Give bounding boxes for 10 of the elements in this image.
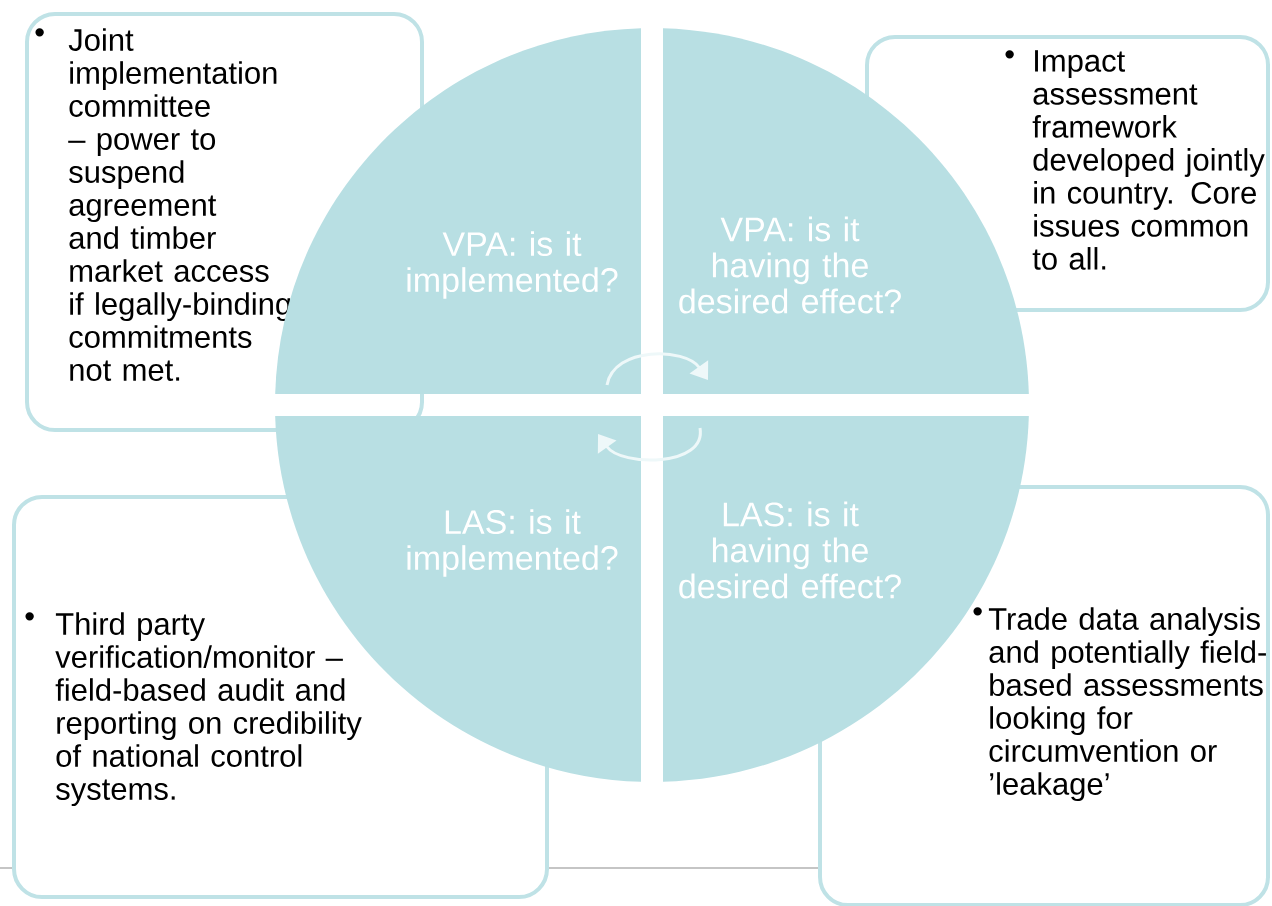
cycle-arrow xyxy=(597,427,702,462)
cycle-arrow xyxy=(605,352,709,386)
quadrant-label: VPA: is it having the desired effect? xyxy=(679,216,901,314)
bullet-mark: • xyxy=(1005,50,1014,59)
quadrant-label: LAS: is it implemented? xyxy=(407,509,618,577)
bullet-mark: • xyxy=(35,28,44,37)
quadrant-label: LAS: is it having the desired effect? xyxy=(679,501,901,599)
quadrant-label: VPA: is it implemented? xyxy=(407,231,618,299)
bullet-mark: • xyxy=(25,612,34,621)
bullet-mark: • xyxy=(973,607,982,616)
